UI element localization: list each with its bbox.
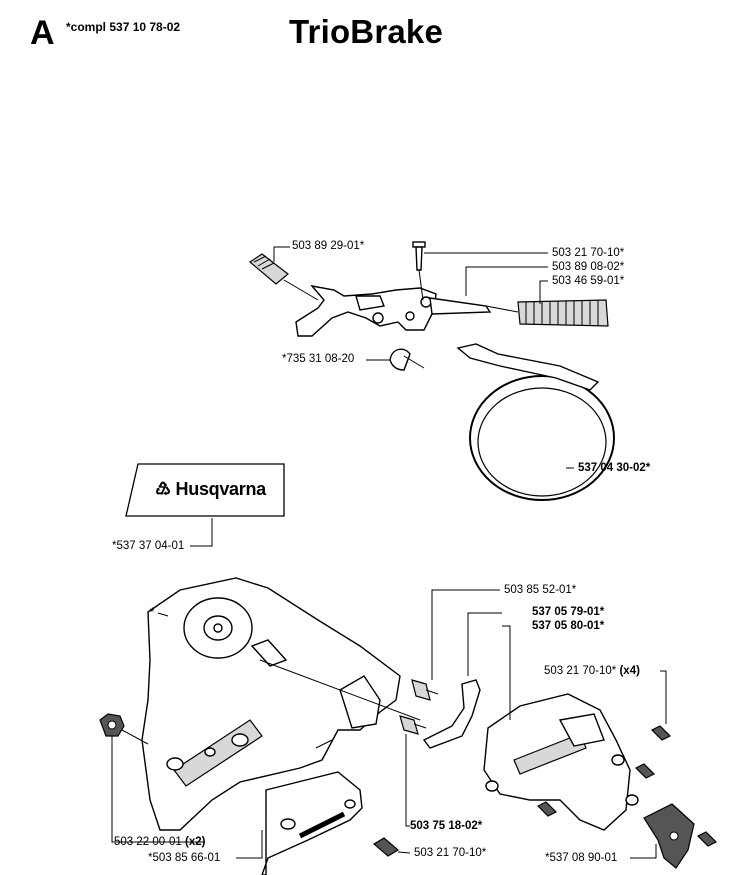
label-537-08-90-01: *537 08 90-01 [545, 852, 618, 864]
compression-spring-part [517, 299, 609, 327]
label-537-05-80-01: 537 05 80-01* [532, 620, 605, 632]
housing-screw-1 [650, 725, 672, 741]
pin-part-1 [411, 679, 439, 701]
brake-housing-part [483, 693, 639, 831]
leader-lines-upper [190, 246, 574, 547]
label-503-21-70-10-bottom: 503 21 70-10* [414, 847, 487, 859]
pin-part-2 [399, 715, 427, 735]
label-503-46-59-01: 503 46 59-01* [552, 275, 625, 287]
guide-bar-plate-part [261, 771, 363, 875]
label-735-31-08-20: *735 31 08-20 [282, 353, 355, 365]
label-537-37-04-01: *537 37 04-01 [112, 540, 185, 552]
label-503-89-08-02: 503 89 08-02* [552, 261, 625, 273]
bottom-screw-part [372, 837, 411, 857]
clutch-cover-part [141, 577, 421, 831]
housing-screw-2 [634, 763, 656, 779]
cable-end-part [249, 253, 319, 301]
label-503-89-29-01: 503 89 29-01* [292, 240, 365, 252]
spring-rod-part [429, 297, 519, 315]
page-title: TrioBrake [289, 13, 444, 50]
section-letter: A [30, 14, 55, 52]
handle-bracket-part [643, 803, 718, 869]
leader-lines-lower [111, 589, 667, 859]
retaining-clip-part [389, 348, 425, 371]
husqvarna-crown-icon: ♹ [155, 479, 176, 499]
label-503-75-18-02: 503 75 18-02* [410, 820, 483, 832]
complete-kit-note: *compl 537 10 78-02 [66, 20, 181, 34]
label-asterisk-cover: * [150, 607, 155, 619]
brake-lever-part [295, 284, 437, 337]
husqvarna-decal-part [125, 463, 285, 517]
label-503-85-66-01: *503 85 66-01 [148, 852, 221, 864]
nut-part [99, 713, 149, 745]
housing-screw-3 [536, 801, 558, 817]
small-screw-part [412, 241, 426, 301]
label-503-22-00-01-x2: 503 22 00-01 (x2) [114, 836, 206, 848]
label-503-85-52-01: 503 85 52-01* [504, 584, 577, 596]
label-537-04-30-02: 537 04 30-02* [578, 462, 651, 474]
label-503-21-70-10-top: 503 21 70-10* [552, 247, 625, 259]
husqvarna-logo-text: ♹ Husqvarna [155, 479, 266, 499]
label-537-05-79-01: 537 05 79-01* [532, 606, 605, 618]
brake-band-part [456, 343, 615, 501]
spring-bracket-part [422, 679, 481, 749]
label-503-21-70-10-x4: 503 21 70-10* (x4) [544, 665, 640, 677]
